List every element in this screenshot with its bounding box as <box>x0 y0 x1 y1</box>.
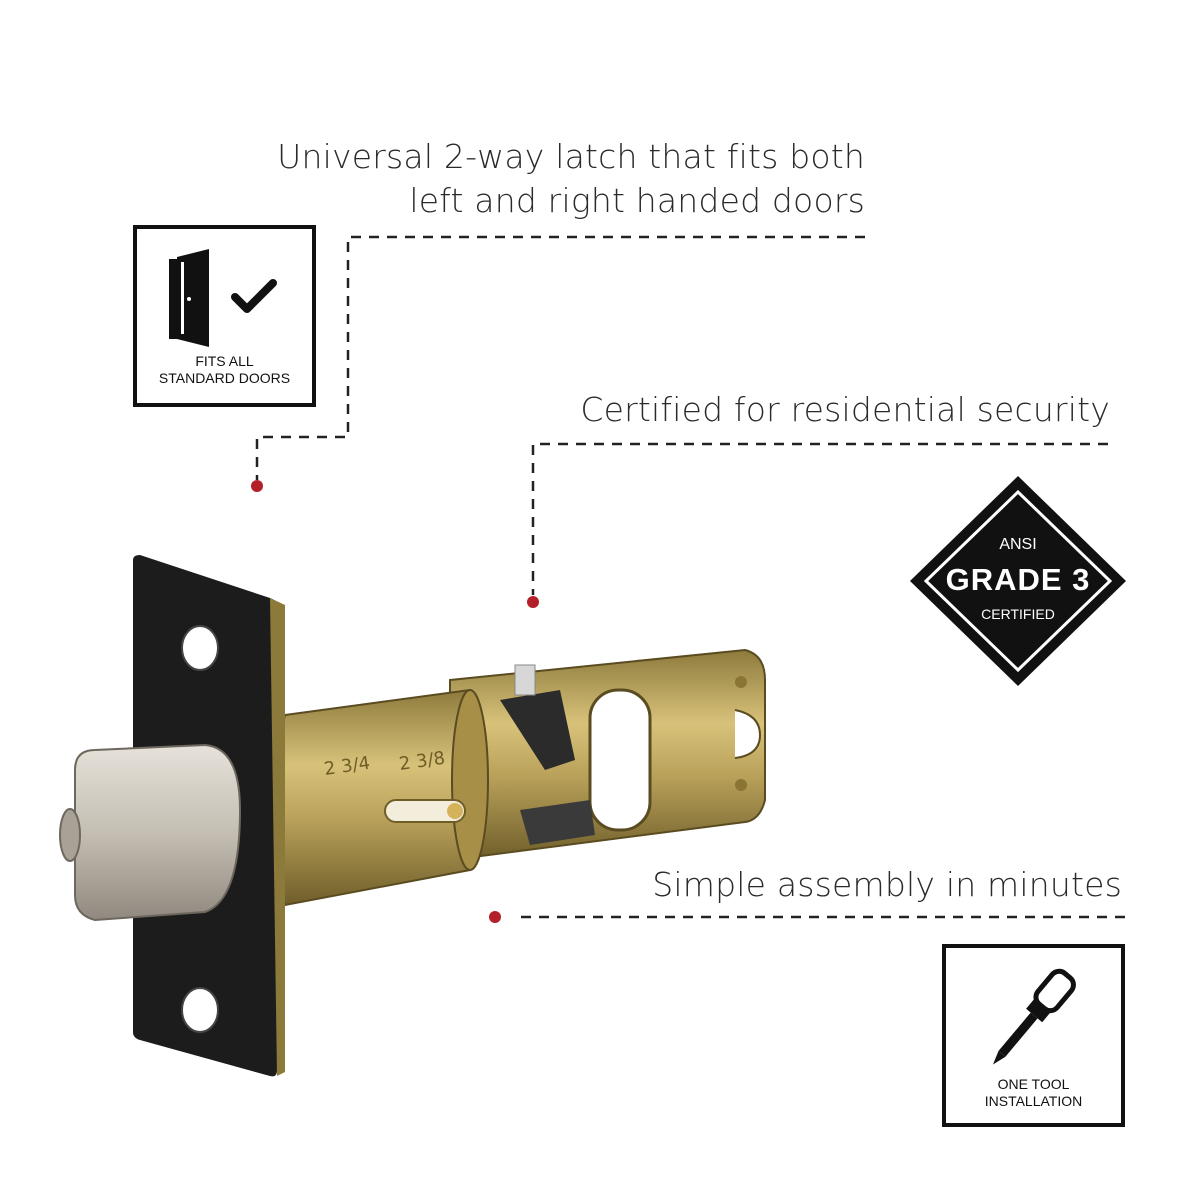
grade-diamond-icon <box>910 476 1126 686</box>
badge-tool-line1: ONE TOOL <box>997 1076 1070 1092</box>
badge-doors-line1: FITS ALL <box>195 353 254 369</box>
grade-main: GRADE 3 <box>945 562 1091 597</box>
callout-security: Certified for residential security <box>580 390 1110 429</box>
leader-lines <box>255 235 1125 919</box>
badge-ansi-grade: ANSI GRADE 3 CERTIFIED <box>910 476 1126 686</box>
callout-latch: Universal 2-way latch that fits both lef… <box>277 135 865 223</box>
grade-top: ANSI <box>999 536 1037 553</box>
leader-line-latch <box>255 235 865 480</box>
badge-one-tool: ONE TOOL INSTALLATION <box>942 944 1125 1127</box>
badge-tool-line2: INSTALLATION <box>984 1093 1083 1109</box>
accent-dot-latch <box>251 480 263 492</box>
badge-doors-line2: STANDARD DOORS <box>158 370 291 386</box>
grade-bottom: CERTIFIED <box>981 606 1055 622</box>
badge-fits-all-doors: FITS ALL STANDARD DOORS <box>133 225 316 407</box>
callout-assembly: Simple assembly in minutes <box>652 865 1122 904</box>
latch-product-image: 2 3/4 2 3/8 <box>59 555 766 1077</box>
callout-latch-line2: left and right handed doors <box>409 181 865 220</box>
callout-latch-line1: Universal 2-way latch that fits both <box>277 137 865 176</box>
leader-line-security <box>531 442 1108 595</box>
accent-dot-assembly <box>489 911 501 923</box>
door-check-icon <box>169 249 277 347</box>
accent-dot-security <box>527 596 539 608</box>
screwdriver-icon <box>992 968 1076 1065</box>
